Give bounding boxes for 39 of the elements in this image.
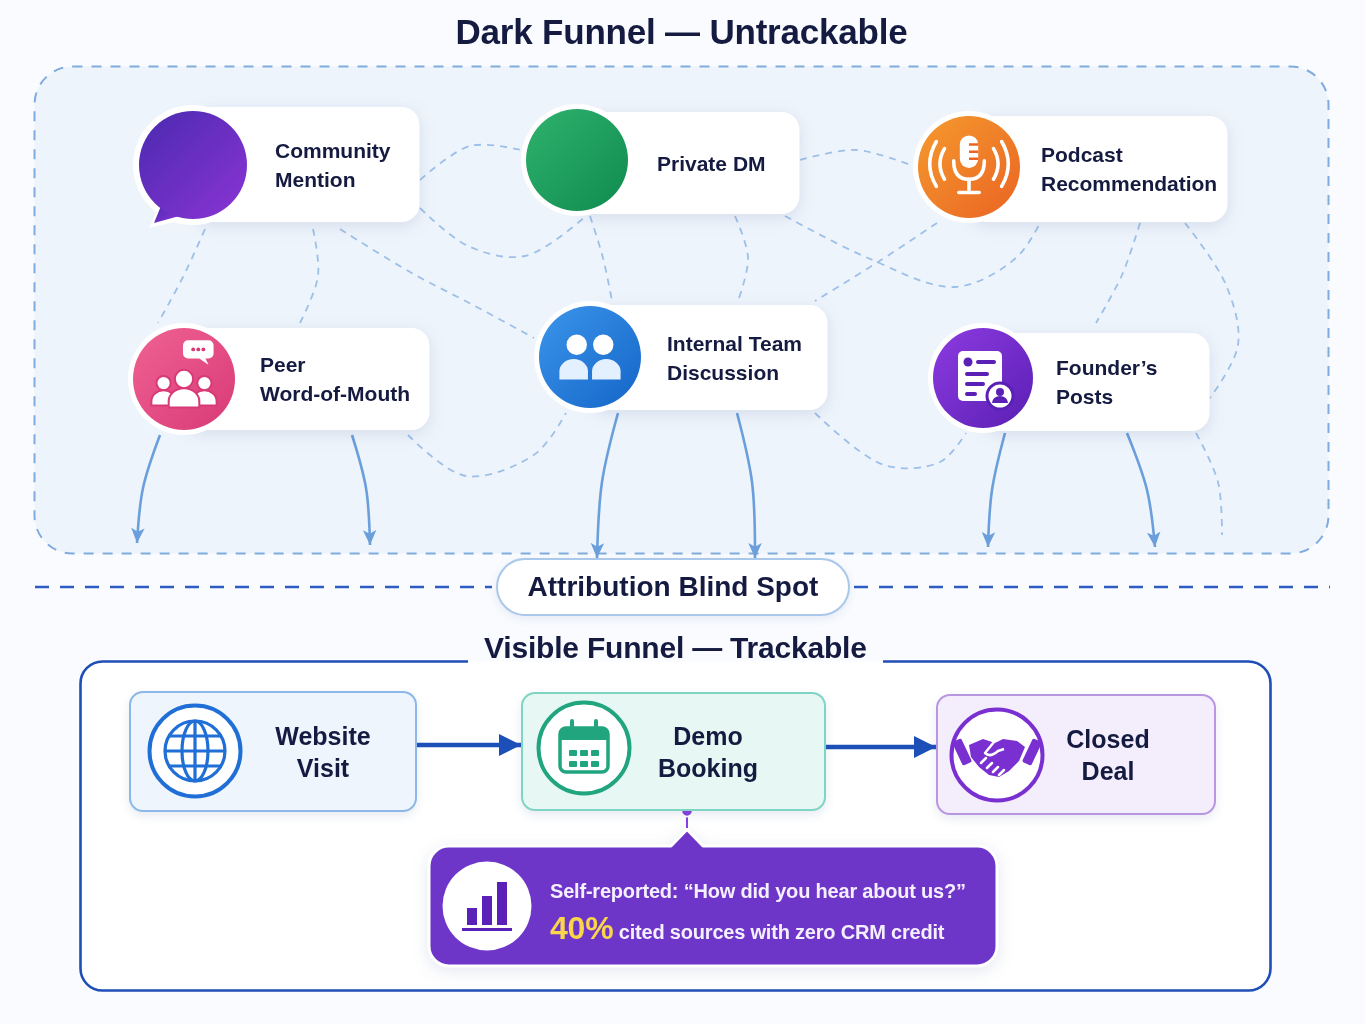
- arrow: [417, 734, 521, 756]
- region-heading: Dark Funnel — Untrackable: [455, 11, 908, 53]
- arrow: [590, 412, 620, 559]
- dashed-connector: [814, 222, 938, 302]
- source-label: Private DM: [657, 150, 766, 177]
- source-label: Community Mention: [275, 137, 392, 193]
- dashed-connector: [1095, 222, 1141, 324]
- source-label: Internal Team Discussion: [667, 330, 803, 386]
- dashed-connector: [1195, 432, 1223, 536]
- dashed-connector: [814, 412, 967, 470]
- dashed-connector: [157, 228, 206, 324]
- stage-card: [521, 692, 826, 811]
- region-heading: Visible Funnel — Trackable: [484, 630, 867, 666]
- stage-label: Closed Deal: [1065, 723, 1151, 787]
- dashed-connector: [1184, 222, 1240, 399]
- source-label: Podcast Recommendation: [1041, 142, 1219, 197]
- arrow: [350, 434, 377, 546]
- dashed-connector: [784, 215, 1041, 288]
- source-card: [534, 301, 828, 413]
- arrow: [131, 434, 162, 544]
- dashed-connector: [299, 228, 320, 324]
- highlight-pill: Attribution Blind Spot: [496, 558, 850, 616]
- arrow: [735, 412, 762, 558]
- dashed-connector: [407, 412, 567, 478]
- source-card: [133, 105, 420, 229]
- stage-card: [936, 694, 1216, 815]
- source-card: [913, 111, 1228, 223]
- arrow: [981, 432, 1007, 548]
- arrow: [1125, 432, 1161, 548]
- dashed-connector: [419, 143, 522, 181]
- arrow: [826, 736, 936, 758]
- source-label: Founder’s Posts: [1056, 355, 1159, 410]
- stage-label: Website Visit: [274, 720, 372, 784]
- stage-card: [129, 691, 417, 812]
- callout-stat: 40% cited sources with zero CRM credit: [550, 914, 945, 946]
- dashed-connector: [339, 228, 535, 339]
- callout-text: Self-reported: “How did you hear about us?”: [550, 879, 966, 904]
- source-label: Peer Word-of-Mouth: [260, 352, 412, 407]
- stage-label: Demo Booking: [657, 720, 759, 784]
